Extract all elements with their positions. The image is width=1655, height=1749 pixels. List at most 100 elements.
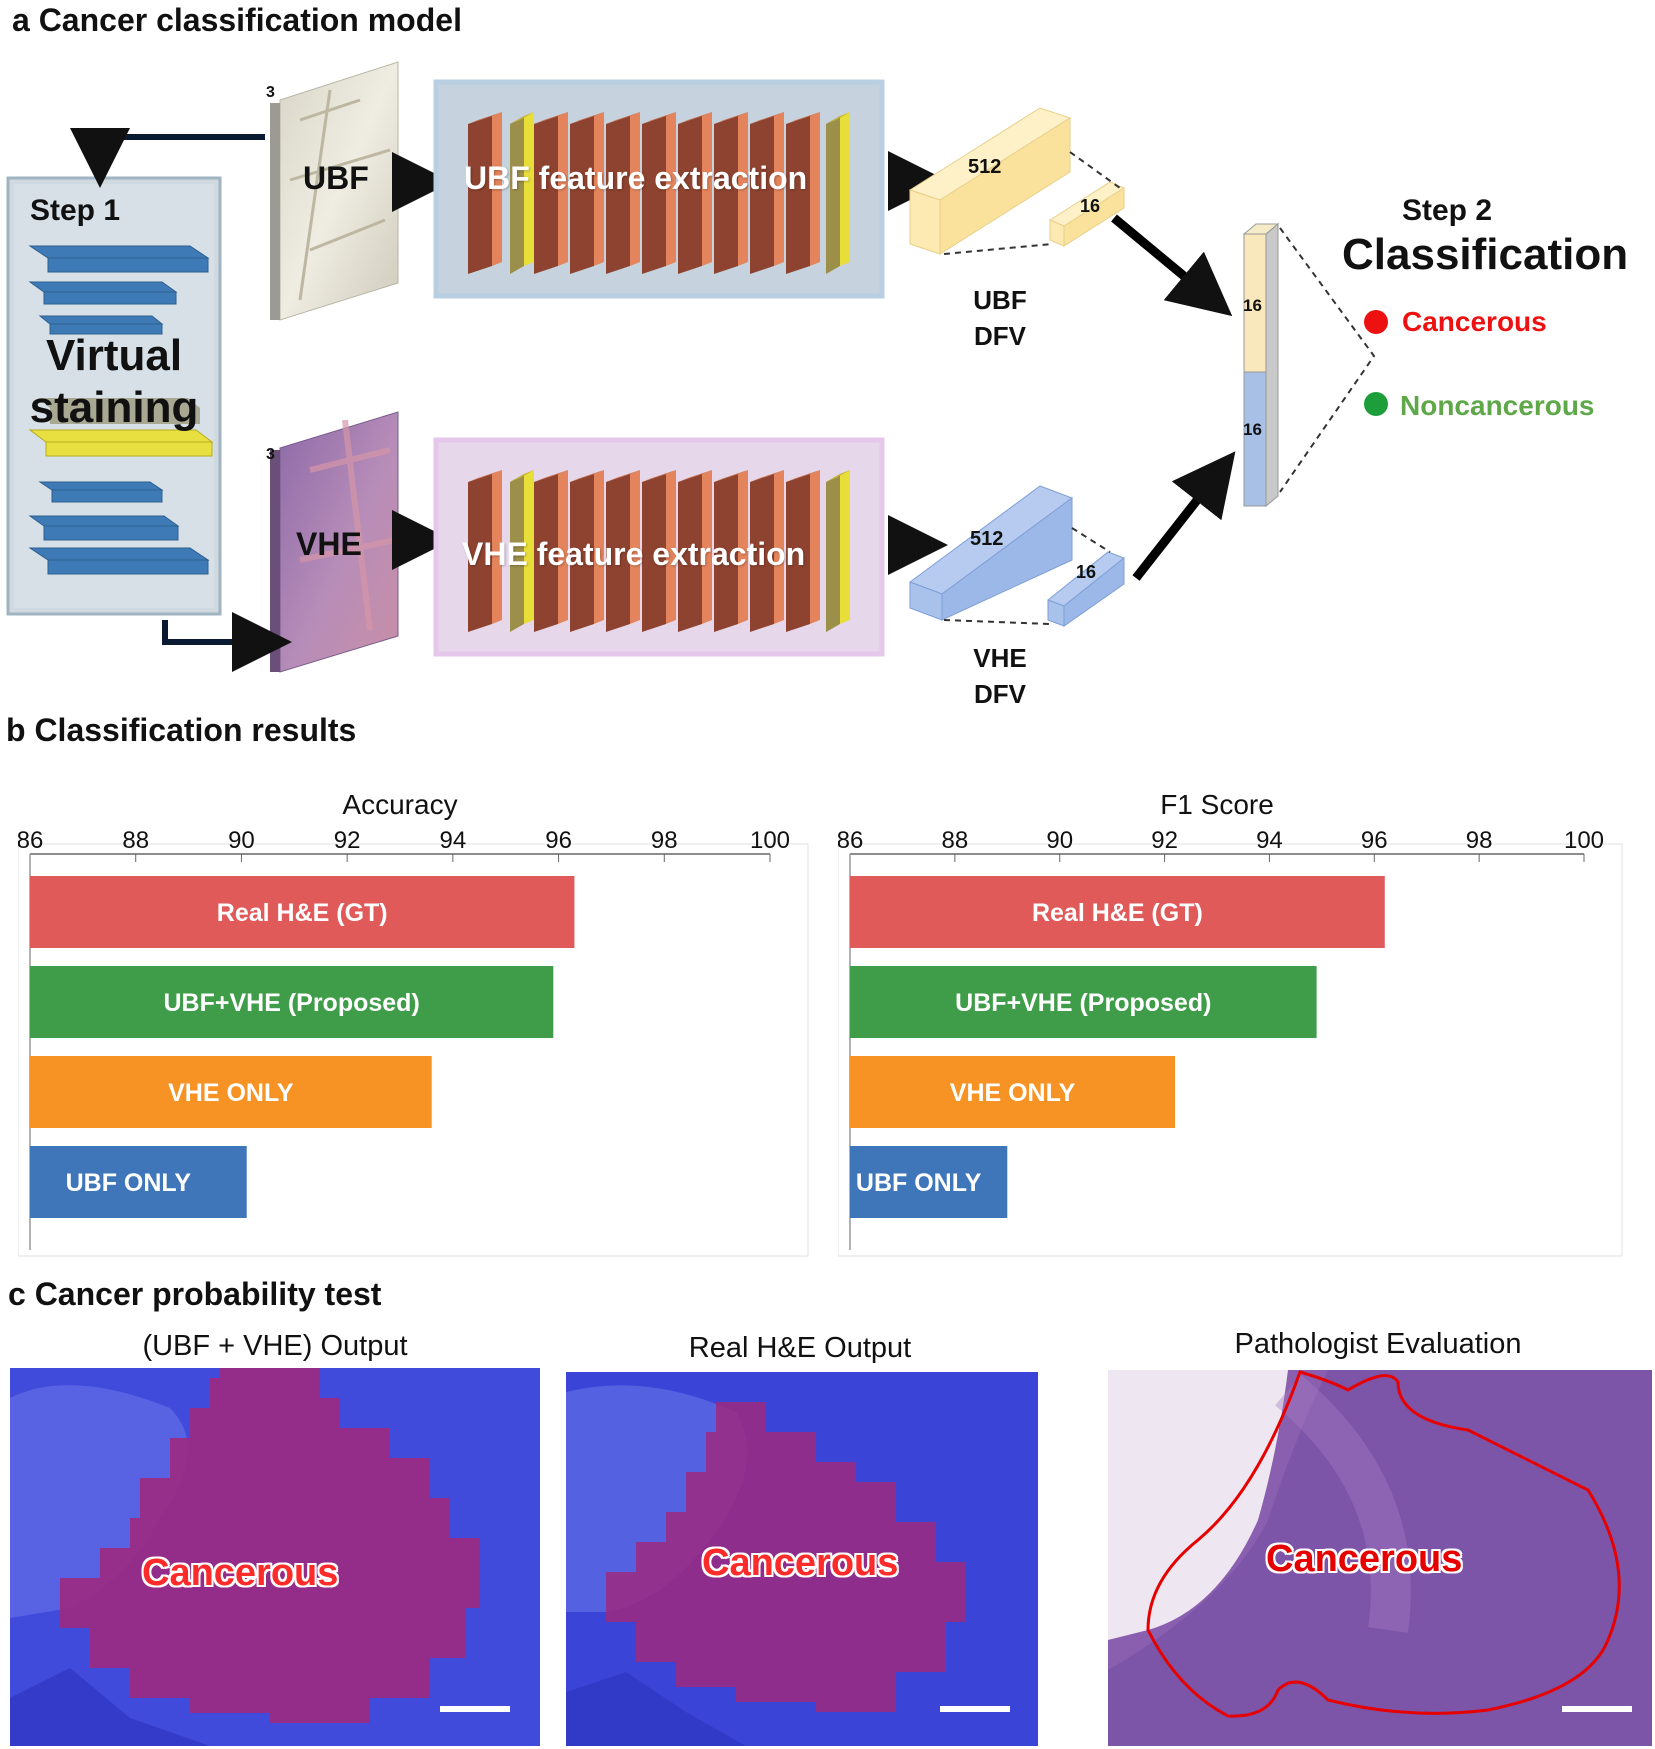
step1-box [6, 176, 222, 616]
x-tick-label: 96 [545, 827, 572, 854]
ubf-image [270, 61, 399, 321]
step2-label: Step 2 [1402, 194, 1493, 227]
x-tick-label: 86 [18, 827, 43, 854]
conv-layer [642, 470, 676, 632]
conv-layer [642, 112, 676, 274]
conv-layer [534, 112, 568, 274]
x-tick-label: 98 [1466, 827, 1493, 854]
pool-layer [510, 112, 534, 274]
conv-layer [786, 112, 820, 274]
bar-label: Real H&E (GT) [1032, 899, 1203, 927]
x-tick-label: 96 [1361, 827, 1388, 854]
conv-layer [678, 470, 712, 632]
x-tick-label: 88 [942, 827, 969, 854]
staining-line: staining [29, 383, 199, 432]
vhe-extraction-box [433, 437, 885, 657]
x-tick-label: 94 [440, 827, 467, 854]
bar [850, 876, 1385, 948]
bar [30, 1146, 247, 1218]
x-tick-label: 92 [334, 827, 361, 854]
bar-label: UBF ONLY [856, 1169, 982, 1197]
ubf-vhe-output-map [10, 1368, 540, 1746]
vhe-dim-512: 512 [970, 528, 1004, 550]
pool-layer [510, 470, 534, 632]
x-tick-label: 100 [1564, 827, 1604, 854]
ubf-dim-512: 512 [968, 156, 1002, 178]
ubf-dfv-line1: UBF [973, 285, 1027, 315]
x-tick-label: 98 [651, 827, 678, 854]
cancerous-class-label: Cancerous [1402, 306, 1547, 337]
bar [30, 966, 554, 1038]
chart-title: Accuracy [342, 789, 457, 820]
vhe-dfv-vectors [908, 485, 1125, 627]
ubf-dfv-line2: DFV [974, 321, 1026, 351]
bar-label: UBF+VHE (Proposed) [955, 989, 1211, 1017]
virtual-staining-label: Virtual staining [14, 330, 214, 434]
conv-layer [714, 112, 748, 274]
conv-layer [570, 470, 604, 632]
panel-a-diagram [6, 61, 1388, 673]
panel-a-label: a Cancer classification model [12, 2, 462, 38]
x-tick-label: 90 [1046, 827, 1073, 854]
pool-layer [826, 112, 850, 274]
cancer-label-2: Cancerous [702, 1542, 899, 1584]
real-he-output-title: Real H&E Output [688, 1332, 912, 1364]
bar-label: UBF ONLY [66, 1169, 192, 1197]
real-he-output-map [566, 1372, 1038, 1746]
bar-label: UBF+VHE (Proposed) [164, 989, 420, 1017]
noncancerous-class-label: Noncancerous [1400, 390, 1595, 421]
vhe-dim-16: 16 [1076, 562, 1097, 582]
x-tick-label: 88 [122, 827, 149, 854]
bar [30, 876, 575, 948]
scale-bar-2 [940, 1706, 1010, 1712]
x-tick-label: 94 [1256, 827, 1283, 854]
virtual-line: Virtual [45, 331, 183, 380]
ubf-dfv-label: UBF DFV [960, 282, 1040, 354]
cancerous-dot-icon [1364, 310, 1388, 334]
concat-dim-top: 16 [1243, 296, 1262, 315]
ubf-vhe-output-title: (UBF + VHE) Output [142, 1330, 408, 1362]
pool-layer [826, 470, 850, 632]
conv-layer [534, 470, 568, 632]
conv-layer [786, 470, 820, 632]
vhe-channels: 3 [266, 446, 275, 463]
ubf-dim-16: 16 [1080, 196, 1101, 216]
vhe-dfv-line1: VHE [973, 643, 1027, 673]
conv-layer [468, 470, 502, 632]
bar [850, 966, 1317, 1038]
vhe-image [270, 411, 399, 673]
vhe-dfv-line2: DFV [974, 679, 1026, 709]
conv-layer [750, 470, 784, 632]
pathologist-eval-title: Pathologist Evaluation [1234, 1328, 1522, 1360]
x-tick-label: 92 [1151, 827, 1178, 854]
conv-layer [714, 470, 748, 632]
ubf-extraction-box [433, 79, 885, 299]
conv-layer [606, 470, 640, 632]
ubf-channels: 3 [266, 84, 275, 101]
pathologist-evaluation-image [1108, 1370, 1652, 1746]
concat-vector [1242, 222, 1376, 508]
vhe-dfv-label: VHE DFV [958, 640, 1042, 712]
bar [850, 1146, 1008, 1218]
conv-layer [678, 112, 712, 274]
x-tick-label: 100 [750, 827, 790, 854]
ubf-extraction-label: UBF feature extraction [464, 160, 808, 196]
ubf-dfv-vectors [908, 107, 1126, 255]
conv-layer [468, 112, 502, 274]
bar-label: VHE ONLY [168, 1079, 294, 1107]
scale-bar-1 [440, 1706, 510, 1712]
bar [850, 1056, 1176, 1128]
noncancerous-dot-icon [1364, 392, 1388, 416]
concat-dim-bottom: 16 [1243, 420, 1262, 439]
x-tick-label: 86 [838, 827, 863, 854]
conv-layer [606, 112, 640, 274]
cancer-label-3: Cancerous [1266, 1538, 1463, 1580]
classification-label: Classification [1342, 230, 1629, 279]
cancer-label-1: Cancerous [142, 1552, 339, 1594]
x-tick-label: 90 [228, 827, 255, 854]
panel-c-label: c Cancer probability test [8, 1276, 382, 1312]
